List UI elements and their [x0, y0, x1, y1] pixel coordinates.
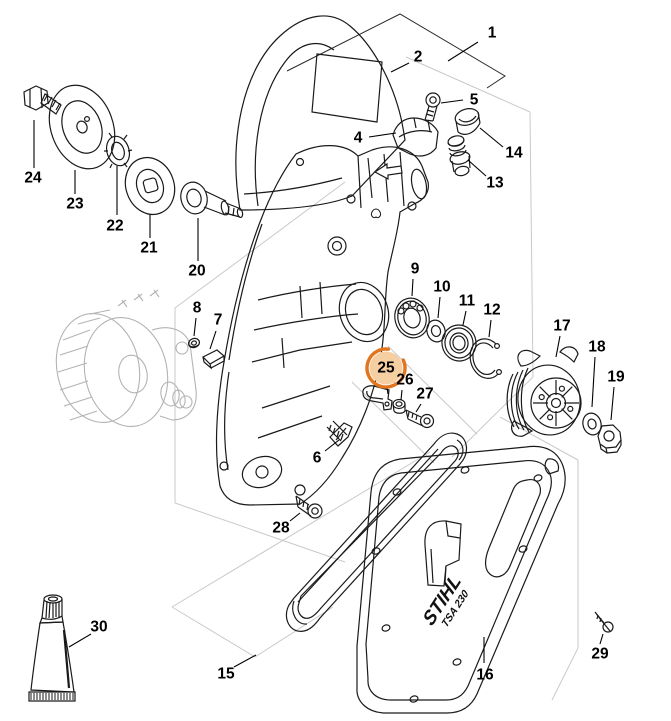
part-label-27: 27 [416, 386, 433, 403]
washer-10 [426, 319, 446, 343]
leader-line-6 [324, 439, 340, 452]
screw-27 [405, 409, 435, 429]
clamp-shell-4 [392, 117, 439, 157]
part-label-11: 11 [459, 293, 476, 310]
washer-18 [582, 412, 602, 436]
guard-sticker [311, 53, 383, 123]
leader-line-4 [368, 132, 397, 138]
pad-7 [201, 349, 226, 370]
leader-line-7 [209, 330, 217, 350]
bearing-group [394, 297, 503, 379]
highlight-fill [369, 351, 403, 385]
spindle-fastener-group [23, 84, 244, 219]
leader-line-30 [68, 633, 92, 648]
part-label-13: 13 [486, 175, 504, 192]
part-label-21: 21 [140, 240, 158, 257]
leader-line-2 [390, 62, 410, 73]
sealant-tube [28, 594, 76, 702]
part-label-17: 17 [553, 318, 570, 335]
hex-bolt-24 [23, 85, 62, 115]
part-label-26: 26 [396, 372, 414, 389]
part-label-6: 6 [313, 450, 322, 467]
leader-line-26 [400, 389, 403, 401]
part-label-7: 7 [214, 312, 223, 329]
nut-8 [188, 337, 200, 349]
leader-line-17 [555, 335, 561, 358]
grooved-bearing-11 [441, 324, 477, 362]
belt-pulley-17 [506, 346, 582, 437]
electric-motor [55, 289, 197, 428]
lock-washer-22 [104, 132, 133, 169]
part-label-1: 1 [488, 25, 497, 42]
leader-line-5 [440, 99, 464, 104]
leader-line-29 [599, 633, 604, 645]
part-label-4: 4 [354, 130, 363, 147]
leader-line-8 [193, 317, 197, 337]
clamping-washer-21 [124, 156, 176, 216]
leader-line-10 [437, 296, 441, 319]
ball-bearing-9 [394, 297, 430, 339]
part-label-16: 16 [476, 667, 494, 684]
snap-ring-12 [469, 338, 503, 379]
part-label-5: 5 [470, 92, 479, 109]
assembly-outline [286, 13, 506, 89]
highlight-ring [365, 347, 407, 389]
blade-guard [235, 15, 406, 211]
part-label-19: 19 [607, 369, 625, 386]
screw-29 [594, 611, 614, 633]
screw-28 [295, 495, 323, 519]
part-label-15: 15 [217, 666, 235, 683]
leader-line-28 [289, 512, 301, 522]
part-label-10: 10 [433, 279, 450, 296]
leader-line-19 [610, 386, 615, 421]
leader-line-18 [591, 356, 596, 408]
pulley-group [506, 346, 622, 454]
gear-housing [215, 145, 429, 506]
part-label-12: 12 [483, 302, 500, 319]
part-label-18: 18 [588, 339, 606, 356]
latch-6 [326, 420, 353, 447]
plug-13 [447, 135, 471, 177]
spindle-shaft-20 [180, 181, 244, 219]
leader-line-27 [415, 403, 422, 413]
bushing-26 [392, 398, 406, 414]
part-label-2: 2 [414, 49, 423, 66]
leader-line-13 [467, 159, 487, 177]
socket-screw-5 [424, 92, 441, 122]
leader-line-12 [488, 319, 492, 338]
leader-line-9 [411, 278, 414, 297]
clamp-and-plugs-group [392, 92, 481, 177]
leader-line-11 [462, 310, 467, 326]
part-label-20: 20 [188, 263, 205, 280]
direction-arrow [373, 162, 403, 181]
hex-nut-19 [597, 424, 622, 454]
cap-14 [454, 108, 481, 135]
small-parts-group [188, 337, 614, 633]
belt-cover: STIHL TSA 230 [356, 445, 566, 714]
part-label-30: 30 [90, 619, 107, 636]
thrust-washer-23 [48, 84, 116, 170]
part-label-28: 28 [272, 520, 290, 537]
part-label-23: 23 [66, 196, 84, 213]
part-label-22: 22 [106, 218, 123, 235]
part-label-29: 29 [591, 646, 609, 663]
part-label-14: 14 [505, 145, 523, 162]
clamp-25 [362, 385, 393, 411]
part-label-8: 8 [193, 300, 202, 317]
cover-screw-holes [371, 466, 543, 703]
part-label-24: 24 [24, 170, 42, 187]
leader-line-14 [479, 127, 504, 148]
part-label-9: 9 [411, 261, 420, 278]
leader-line-1 [447, 41, 479, 62]
part-label-25: 25 [377, 360, 395, 377]
leader-line-15 [233, 654, 257, 668]
